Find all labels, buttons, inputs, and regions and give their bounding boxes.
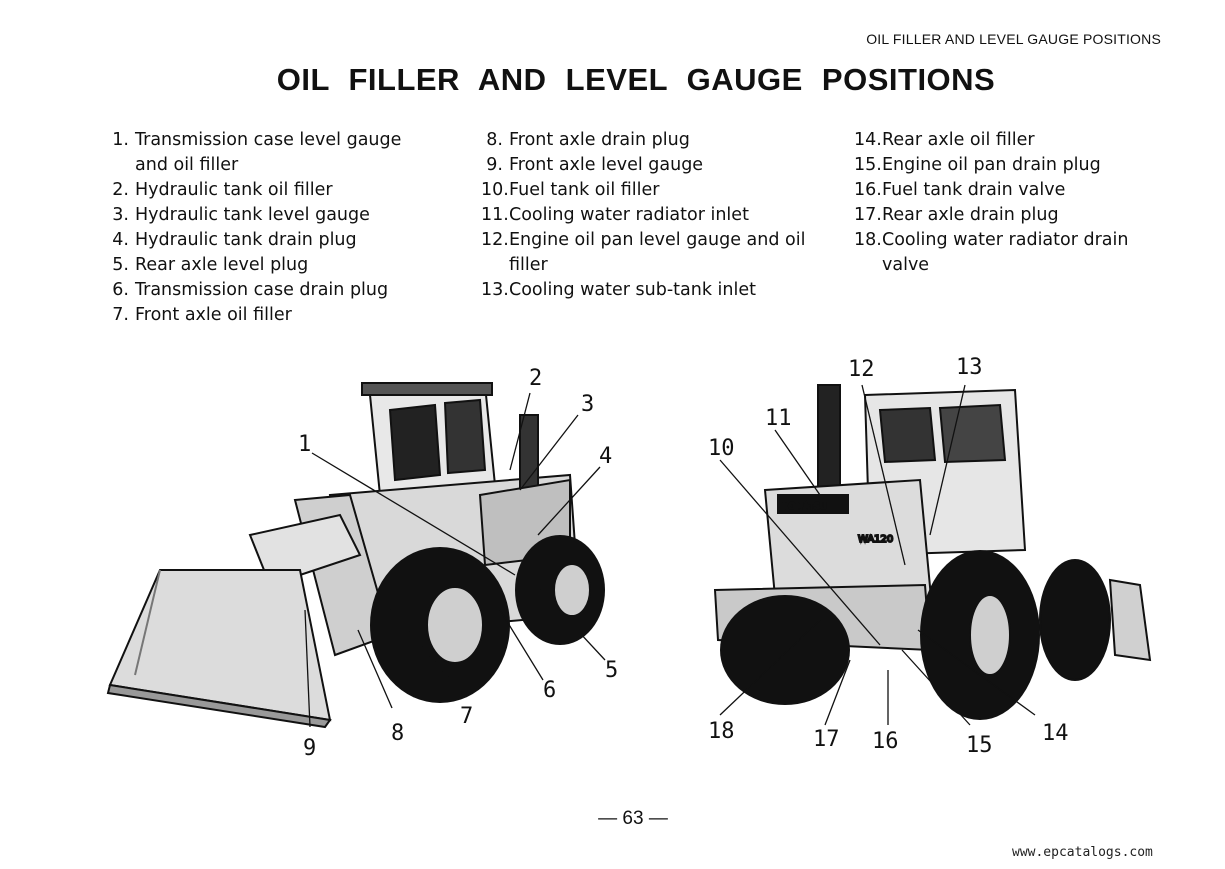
legend-item-number: 11. [481, 205, 509, 225]
callout-12: 12 [848, 357, 875, 382]
legend-item: 10.Fuel tank oil filler [481, 178, 811, 203]
legend-item-text: Engine oil pan drain plug [882, 155, 1101, 175]
legend-item: 16.Fuel tank drain valve [854, 178, 1174, 203]
callout-7: 7 [460, 704, 473, 729]
legend-item-text: Hydraulic tank oil filler [135, 180, 333, 200]
callout-14: 14 [1042, 721, 1069, 746]
watermark-url: www.epcatalogs.com [1012, 845, 1153, 860]
legend-item-text: Rear axle oil filler [882, 130, 1035, 150]
legend-item: 14.Rear axle oil filler [854, 128, 1174, 153]
callout-4: 4 [599, 444, 612, 469]
callout-numbers: 10 11 12 13 14 15 16 17 18 [708, 355, 1069, 758]
legend-item: 2. Hydraulic tank oil filler [107, 178, 427, 203]
legend-item: 5. Rear axle level plug [107, 253, 427, 278]
legend-column-1: 1. Transmission case level gauge and oil … [107, 128, 427, 328]
legend-item-number: 17. [854, 205, 882, 225]
page-number: — 63 — [598, 808, 668, 829]
legend-item-text: Front axle level gauge [509, 155, 704, 175]
loader-front-illustration: 1 2 3 4 5 6 7 8 9 [106, 366, 618, 761]
callout-17: 17 [813, 727, 840, 752]
legend-item-text: Fuel tank oil filler [509, 180, 660, 200]
callout-leader-lines [719, 384, 1036, 726]
callout-1: 1 [298, 432, 311, 457]
callout-6: 6 [543, 678, 556, 703]
legend-item: 17.Rear axle drain plug [854, 203, 1174, 228]
legend-item-text: Cooling water radiator drain valve [882, 230, 1129, 275]
legend-item-number: 15. [854, 155, 882, 175]
loader-rear-wheel [515, 535, 605, 645]
legend-item-number: 18. [854, 230, 882, 250]
legend-item-number: 10. [481, 180, 509, 200]
loader-front-wheel-bucket [1039, 559, 1152, 681]
legend-item: 3. Hydraulic tank level gauge [107, 203, 427, 228]
callout-15: 15 [966, 733, 993, 758]
loader-front-wheel [370, 547, 510, 703]
legend-item-text: Cooling water sub-tank inlet [509, 280, 756, 300]
legend-item-text: Cooling water radiator inlet [509, 205, 749, 225]
legend-item: 13.Cooling water sub-tank inlet [481, 278, 811, 303]
legend-item: 7. Front axle oil filler [107, 303, 427, 328]
legend-item-number: 12. [481, 230, 509, 250]
legend-item-text: Engine oil pan level gauge and oil fille… [509, 230, 806, 275]
legend-item: 8. Front axle drain plug [481, 128, 811, 153]
legend-item-number: 14. [854, 130, 882, 150]
legend-item-text: Fuel tank drain valve [882, 180, 1066, 200]
legend-item-number: 1. [112, 130, 129, 150]
legend-item: 1. Transmission case level gauge and oil … [107, 128, 427, 178]
legend-column-3: 14.Rear axle oil filler 15.Engine oil pa… [854, 128, 1174, 278]
legend-item-text: Rear axle drain plug [882, 205, 1059, 225]
legend-item-number: 3. [112, 205, 129, 225]
legend-item: 6. Transmission case drain plug [107, 278, 427, 303]
running-header: OIL FILLER AND LEVEL GAUGE POSITIONS [866, 31, 1161, 47]
legend-item-text: Rear axle level plug [135, 255, 309, 275]
callout-leader-lines [304, 392, 606, 728]
callout-8: 8 [391, 721, 404, 746]
legend-item-number: 9. [486, 155, 503, 175]
legend-item-text: Hydraulic tank drain plug [135, 230, 357, 250]
legend-item: 12.Engine oil pan level gauge and oil fi… [481, 228, 811, 278]
callout-9: 9 [303, 736, 316, 761]
callout-2: 2 [529, 366, 542, 391]
legend-item-number: 13. [481, 280, 509, 300]
legend-item-text: Front axle drain plug [509, 130, 690, 150]
callout-11: 11 [765, 406, 792, 431]
legend-item-text: Front axle oil filler [135, 305, 292, 325]
legend-item: 4. Hydraulic tank drain plug [107, 228, 427, 253]
legend-item-number: 2. [112, 180, 129, 200]
legend-item-text: Transmission case level gauge and oil fi… [135, 130, 402, 175]
legend-column-2: 8. Front axle drain plug 9. Front axle lev… [481, 128, 811, 303]
legend-item: 15.Engine oil pan drain plug [854, 153, 1174, 178]
model-badge-text: WA120 [858, 534, 893, 545]
legend-item-number: 7. [112, 305, 129, 325]
callout-3: 3 [581, 392, 594, 417]
callout-18: 18 [708, 719, 735, 744]
legend-item: 9. Front axle level gauge [481, 153, 811, 178]
callout-5: 5 [605, 658, 618, 683]
legend-item: 11.Cooling water radiator inlet [481, 203, 811, 228]
loader-bucket [106, 569, 332, 729]
loader-cab [361, 382, 497, 497]
legend-item-number: 8. [486, 130, 503, 150]
loader-rear-illustration: KOMATSU WA120 10 11 12 13 14 15 16 17 18 [708, 355, 1152, 758]
legend-item-text: Hydraulic tank level gauge [135, 205, 370, 225]
page-title: OIL FILLER AND LEVEL GAUGE POSITIONS [276, 62, 996, 97]
brand-logo-text: KOMATSU [783, 502, 827, 512]
legend-item-text: Transmission case drain plug [135, 280, 389, 300]
legend-item: 18.Cooling water radiator drain valve [854, 228, 1174, 278]
callout-16: 16 [872, 729, 899, 754]
legend-item-number: 5. [112, 255, 129, 275]
legend-item-number: 16. [854, 180, 882, 200]
legend-item-number: 4. [112, 230, 129, 250]
callout-numbers: 1 2 3 4 5 6 7 8 9 [298, 366, 618, 761]
callout-10: 10 [708, 436, 735, 461]
callout-13: 13 [956, 355, 983, 380]
legend-item-number: 6. [112, 280, 129, 300]
